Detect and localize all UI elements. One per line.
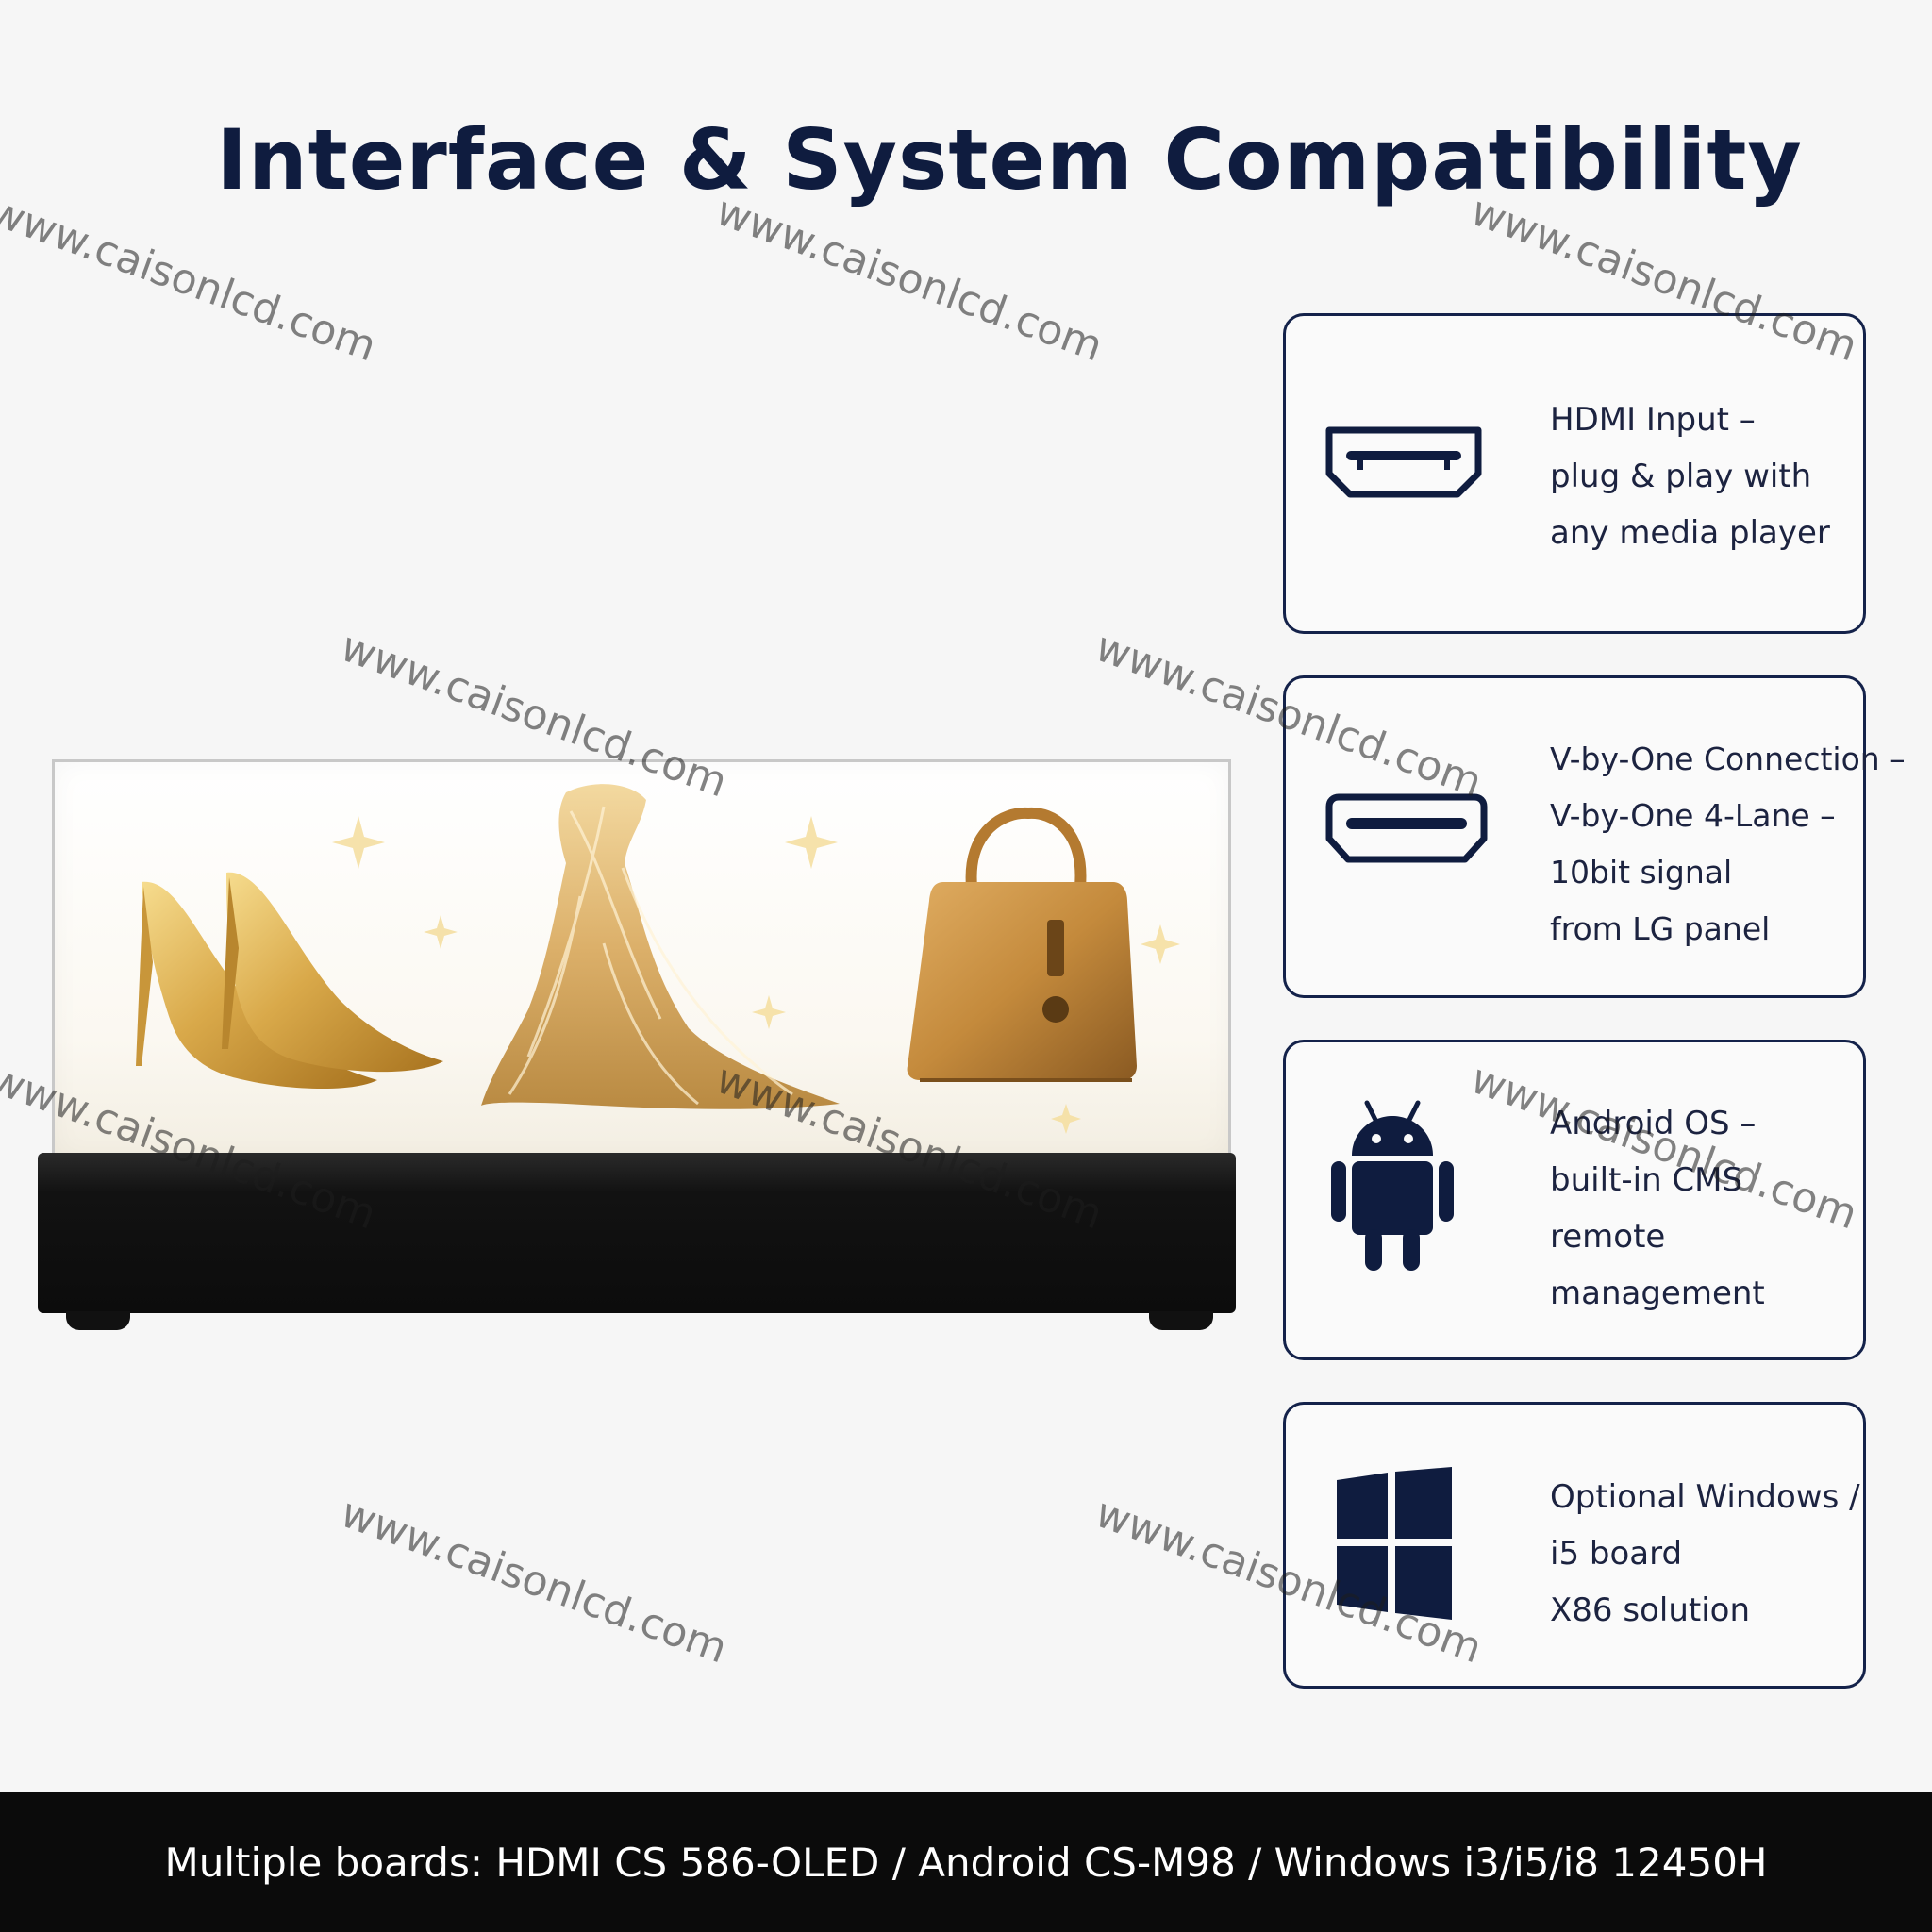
watermark: www.caisonlcd.com <box>709 187 1109 372</box>
feature-line: V-by-One Connection – <box>1550 741 1906 777</box>
watermark: www.caisonlcd.com <box>0 187 383 372</box>
luxury-products-illustration <box>136 784 1180 1134</box>
feature-card-v-by-one: V-by-One Connection – V-by-One 4-Lane – … <box>1283 675 1906 998</box>
feature-line: HDMI Input – <box>1550 401 1756 439</box>
feature-line: plug & play with <box>1550 458 1812 495</box>
feature-card-android: Android OS – built-in CMS remote managem… <box>1283 1040 1866 1360</box>
feature-line: 10bit signal <box>1550 854 1733 891</box>
base-foot-right <box>1149 1311 1213 1330</box>
page-title: Interface & System Compatibility <box>216 111 1803 208</box>
gold-heels <box>136 872 443 1090</box>
gold-handbag <box>907 807 1137 1082</box>
feature-line: i5 board <box>1550 1535 1683 1573</box>
feature-line: Optional Windows / <box>1550 1478 1860 1516</box>
feature-line: built-in CMS <box>1550 1161 1743 1199</box>
feature-line: X86 solution <box>1550 1591 1751 1629</box>
base-foot-left <box>66 1311 130 1330</box>
feature-line: V-by-One 4-Lane – <box>1550 797 1836 834</box>
feature-text-android: Android OS – built-in CMS remote managem… <box>1550 1095 1854 1322</box>
feature-line: management <box>1550 1274 1765 1312</box>
watermark: www.caisonlcd.com <box>334 1489 734 1674</box>
display-base <box>38 1153 1236 1313</box>
gold-dress <box>481 784 840 1109</box>
transparent-display-showcase <box>38 755 1245 1340</box>
feature-line: from LG panel <box>1550 910 1771 947</box>
feature-card-hdmi: HDMI Input – plug & play with any media … <box>1283 313 1866 634</box>
feature-text-windows: Optional Windows / i5 board X86 solution <box>1550 1469 1860 1639</box>
windows-icon <box>1337 1467 1452 1620</box>
hdmi-port-icon <box>1325 426 1482 498</box>
android-icon <box>1331 1100 1454 1271</box>
footer-banner: Multiple boards: HDMI CS 586-OLED / Andr… <box>0 1792 1932 1932</box>
footer-text: Multiple boards: HDMI CS 586-OLED / Andr… <box>164 1839 1768 1886</box>
feature-text-hdmi: HDMI Input – plug & play with any media … <box>1550 391 1854 561</box>
feature-line: any media player <box>1550 514 1830 552</box>
feature-line: Android OS – <box>1550 1105 1757 1142</box>
v-by-one-port-icon <box>1325 793 1488 863</box>
feature-text-v-by-one: V-by-One Connection – V-by-One 4-Lane – … <box>1550 731 1906 958</box>
feature-card-windows: Optional Windows / i5 board X86 solution <box>1283 1402 1866 1689</box>
feature-line: remote <box>1550 1218 1666 1256</box>
